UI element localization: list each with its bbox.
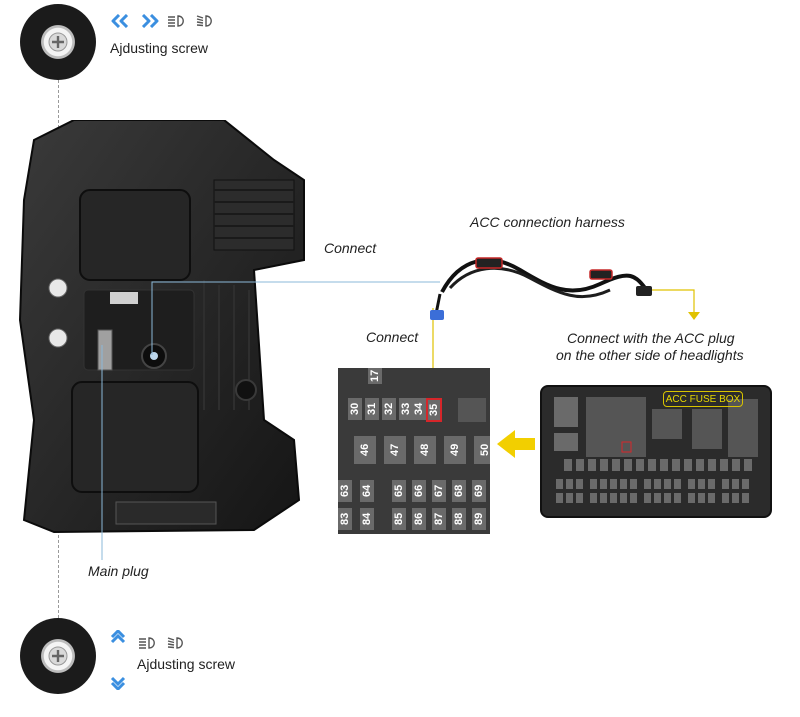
arrow-left-icon [497, 430, 535, 458]
fuse-cell: 86 [412, 508, 426, 530]
high-beam-icon [167, 637, 183, 649]
fuse-cell: 50 [474, 436, 490, 464]
fuse-cell: 69 [472, 480, 486, 502]
phillips-screw-icon [48, 32, 68, 52]
acc-plug-label-line2: on the other side of headlights [556, 347, 744, 363]
fuse-cell: 17 [368, 368, 382, 384]
fuse-cell: 63 [338, 480, 352, 502]
top-adjust-icons [110, 14, 216, 28]
fuse-cell: 67 [432, 480, 446, 502]
vertical-adjust-arrows [110, 630, 126, 690]
adjusting-screw-label-bottom: Ajdusting screw [137, 656, 236, 672]
fuse-cell: 85 [392, 508, 406, 530]
high-beam-icon [196, 15, 212, 27]
fuse-cell: 89 [472, 508, 486, 530]
fuse-cell: 83 [338, 508, 352, 530]
chevrons-right-icon [141, 14, 159, 28]
fuse-cell: 64 [360, 480, 374, 502]
chevron-down-icon [110, 676, 126, 690]
fuse-cell: 87 [432, 508, 446, 530]
fuse-cell: 33 [399, 398, 413, 420]
main-plug-label: Main plug [88, 563, 149, 579]
fuse-block [458, 398, 486, 422]
acc-harness [430, 257, 652, 320]
fuse-closeup: 17 30 31 32 33 34 35 46 47 48 49 50 63 6… [338, 368, 490, 534]
low-beam-icon [139, 637, 155, 649]
acc-fuse-box-label: ACC FUSE BOX [663, 391, 743, 407]
connect-label-lower: Connect [366, 329, 419, 345]
fuse-cell: 65 [392, 480, 406, 502]
bottom-adjust-icons [137, 636, 187, 650]
fuse-cell: 30 [348, 398, 362, 420]
fuse-cell: 48 [414, 436, 436, 464]
fuse-box [540, 385, 772, 518]
fuse-cell: 68 [452, 480, 466, 502]
fuse-cell: 32 [382, 398, 396, 420]
fuse-cell-highlighted: 35 [426, 398, 442, 422]
fuse-cell: 31 [365, 398, 379, 420]
fuse-cell: 84 [360, 508, 374, 530]
adjusting-screw-bottom [20, 618, 96, 694]
acc-plug-label-line1: Connect with the ACC plug [567, 330, 735, 346]
fuse-cell: 34 [412, 398, 426, 420]
connect-label-upper: Connect [324, 240, 377, 256]
adjusting-screw-top [20, 4, 96, 80]
fuse-cell: 66 [412, 480, 426, 502]
low-beam-icon [168, 15, 184, 27]
fuse-cell: 88 [452, 508, 466, 530]
phillips-screw-icon [48, 646, 68, 666]
fuse-cell: 47 [384, 436, 406, 464]
headlight-housing [18, 120, 305, 534]
fuse-cell: 49 [444, 436, 466, 464]
chevron-up-icon [110, 630, 126, 644]
fuse-box-grid [554, 397, 758, 503]
chevrons-left-icon [111, 14, 129, 28]
adjusting-screw-label-top: Ajdusting screw [110, 40, 209, 56]
fuse-cell: 46 [354, 436, 376, 464]
harness-label: ACC connection harness [470, 214, 625, 230]
